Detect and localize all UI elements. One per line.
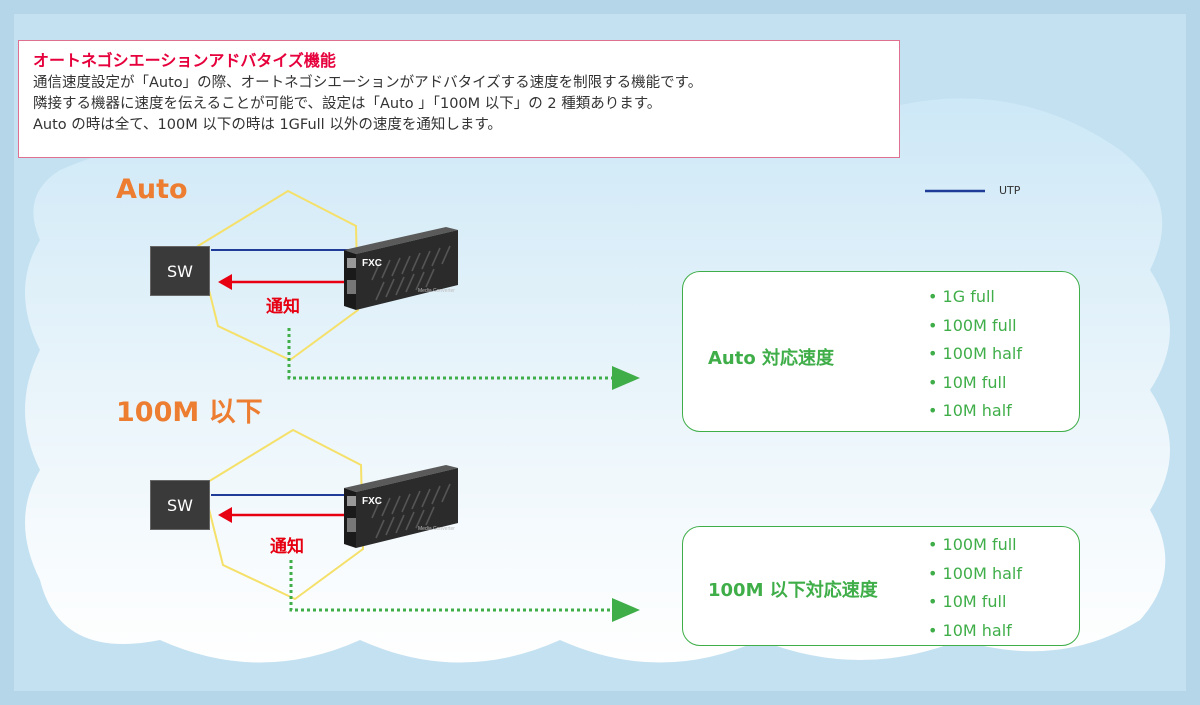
description-line: 隣接する機器に速度を伝えることが可能で、設定は「Auto 」「100M 以下」の… — [33, 96, 662, 112]
description-box: オートネゴシエーションアドバタイズ機能 通信速度設定が「Auto」の際、オートネ… — [18, 40, 900, 158]
notify-arrowhead — [218, 507, 232, 523]
section-100m-diagram: FXC Media Converter — [201, 428, 640, 622]
media-converter-device: FXC Media Converter — [344, 227, 458, 310]
section-title-100m: 100M 以下 — [116, 397, 263, 428]
device-caption: Media Converter — [418, 288, 455, 294]
notify-label: 通知 — [266, 297, 300, 317]
description-line: Auto の時は全て、100M 以下の時は 1GFull 以外の速度を通知します… — [33, 117, 502, 133]
notify-path-arrowhead — [612, 366, 640, 390]
speed-item: 100M half — [928, 340, 1022, 369]
notify-path-arrowhead — [612, 598, 640, 622]
switch-box: SW — [150, 246, 210, 296]
speed-list: 1G full100M full100M half10M full10M hal… — [928, 283, 1022, 426]
speed-item: 100M half — [928, 560, 1022, 589]
legend-label: UTP — [999, 184, 1021, 197]
speed-item: 10M full — [928, 588, 1022, 617]
speed-box-title: 100M 以下対応速度 — [708, 580, 878, 601]
speed-item: 10M half — [928, 397, 1022, 426]
speed-item: 100M full — [928, 312, 1022, 341]
device-caption: Media Converter — [418, 526, 455, 532]
description-title: オートネゴシエーションアドバタイズ機能 — [33, 51, 336, 70]
section-auto-diagram: FXC Media Converter — [196, 189, 640, 390]
notify-path — [289, 560, 620, 612]
notify-path — [287, 328, 620, 380]
media-converter-device: FXC Media Converter — [344, 465, 458, 548]
switch-box: SW — [150, 480, 210, 530]
notify-arrowhead — [218, 274, 232, 290]
description-line: 通信速度設定が「Auto」の際、オートネゴシエーションがアドバタイズする速度を制… — [33, 75, 703, 91]
speed-item: 10M full — [928, 369, 1022, 398]
speed-item: 1G full — [928, 283, 1022, 312]
section-title-auto: Auto — [116, 174, 188, 205]
cloud-shape — [25, 98, 1170, 663]
speed-item: 100M full — [928, 531, 1022, 560]
speed-list: 100M full100M half10M full10M half — [928, 531, 1022, 645]
speed-item: 10M half — [928, 617, 1022, 646]
device-brand: FXC — [362, 258, 382, 269]
speed-box-title: Auto 対応速度 — [708, 348, 834, 369]
notify-label: 通知 — [270, 537, 304, 557]
device-brand: FXC — [362, 496, 382, 507]
